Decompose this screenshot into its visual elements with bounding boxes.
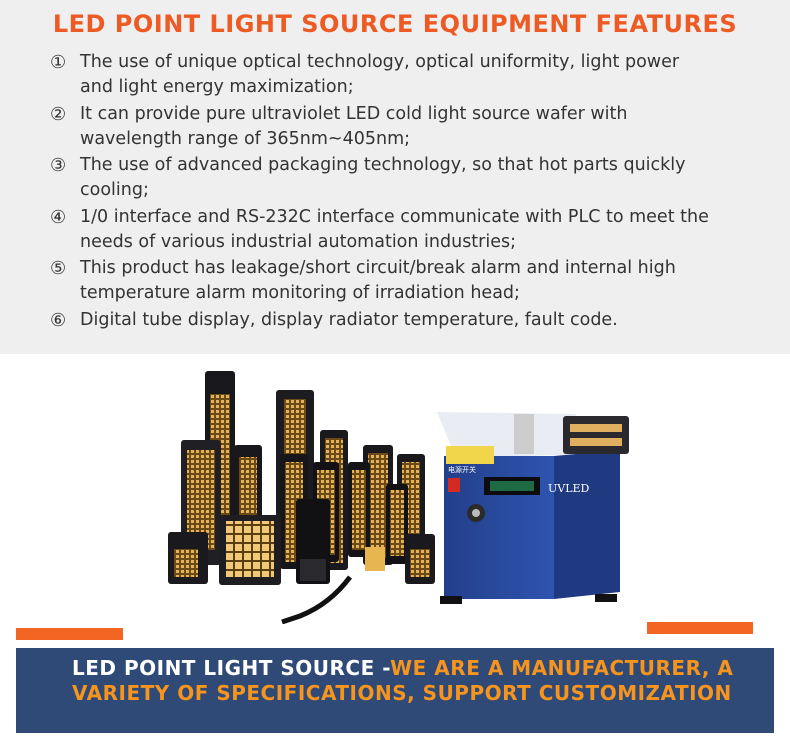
feature-text: This product has leakage/short circuit/b…: [80, 258, 676, 303]
feature-item: ⑥ Digital tube display, display radiator…: [50, 308, 710, 333]
banner-text: LED POINT LIGHT SOURCE -WE ARE A MANUFAC…: [72, 656, 772, 706]
product-photo: 电源开关 UVLED: [120, 354, 678, 624]
feature-item: ① The use of unique optical technology, …: [50, 50, 710, 100]
feature-number: ①: [50, 52, 67, 73]
features-panel: LED POINT LIGHT SOURCE EQUIPMENT FEATURE…: [0, 0, 790, 354]
feature-text: The use of unique optical technology, op…: [80, 52, 680, 97]
feature-text: Digital tube display, display radiator t…: [80, 309, 618, 330]
feature-text: The use of advanced packaging technology…: [80, 155, 686, 200]
feature-item: ② It can provide pure ultraviolet LED co…: [50, 102, 710, 152]
feature-list: ① The use of unique optical technology, …: [50, 50, 710, 334]
uvled-controller: 电源开关 UVLED: [437, 412, 629, 604]
device-label: UVLED: [548, 482, 590, 495]
page-title: LED POINT LIGHT SOURCE EQUIPMENT FEATURE…: [52, 10, 738, 38]
feature-number: ④: [50, 206, 67, 228]
feature-number: ②: [50, 103, 67, 125]
feature-text: It can provide pure ultraviolet LED cold…: [80, 103, 628, 149]
banner-text-highlight: WE ARE A MANUFACTURER, A VARIETY OF SPEC…: [72, 656, 734, 705]
accent-bar-left: [16, 628, 123, 640]
feature-number: ⑥: [50, 309, 67, 331]
feature-item: ⑤ This product has leakage/short circuit…: [50, 256, 710, 306]
switch-label: 电源开关: [448, 465, 476, 474]
feature-item: ③ The use of advanced packaging technolo…: [50, 153, 710, 203]
bottom-banner: LED POINT LIGHT SOURCE -WE ARE A MANUFAC…: [16, 648, 774, 733]
led-heads: [168, 371, 435, 624]
feature-number: ③: [50, 155, 67, 176]
banner-text-primary: LED POINT LIGHT SOURCE -: [72, 656, 391, 680]
feature-number: ⑤: [50, 258, 67, 279]
accent-bar-right: [647, 622, 753, 634]
feature-item: ④ 1/0 interface and RS-232C interface co…: [50, 205, 710, 255]
feature-text: 1/0 interface and RS-232C interface comm…: [80, 206, 709, 252]
